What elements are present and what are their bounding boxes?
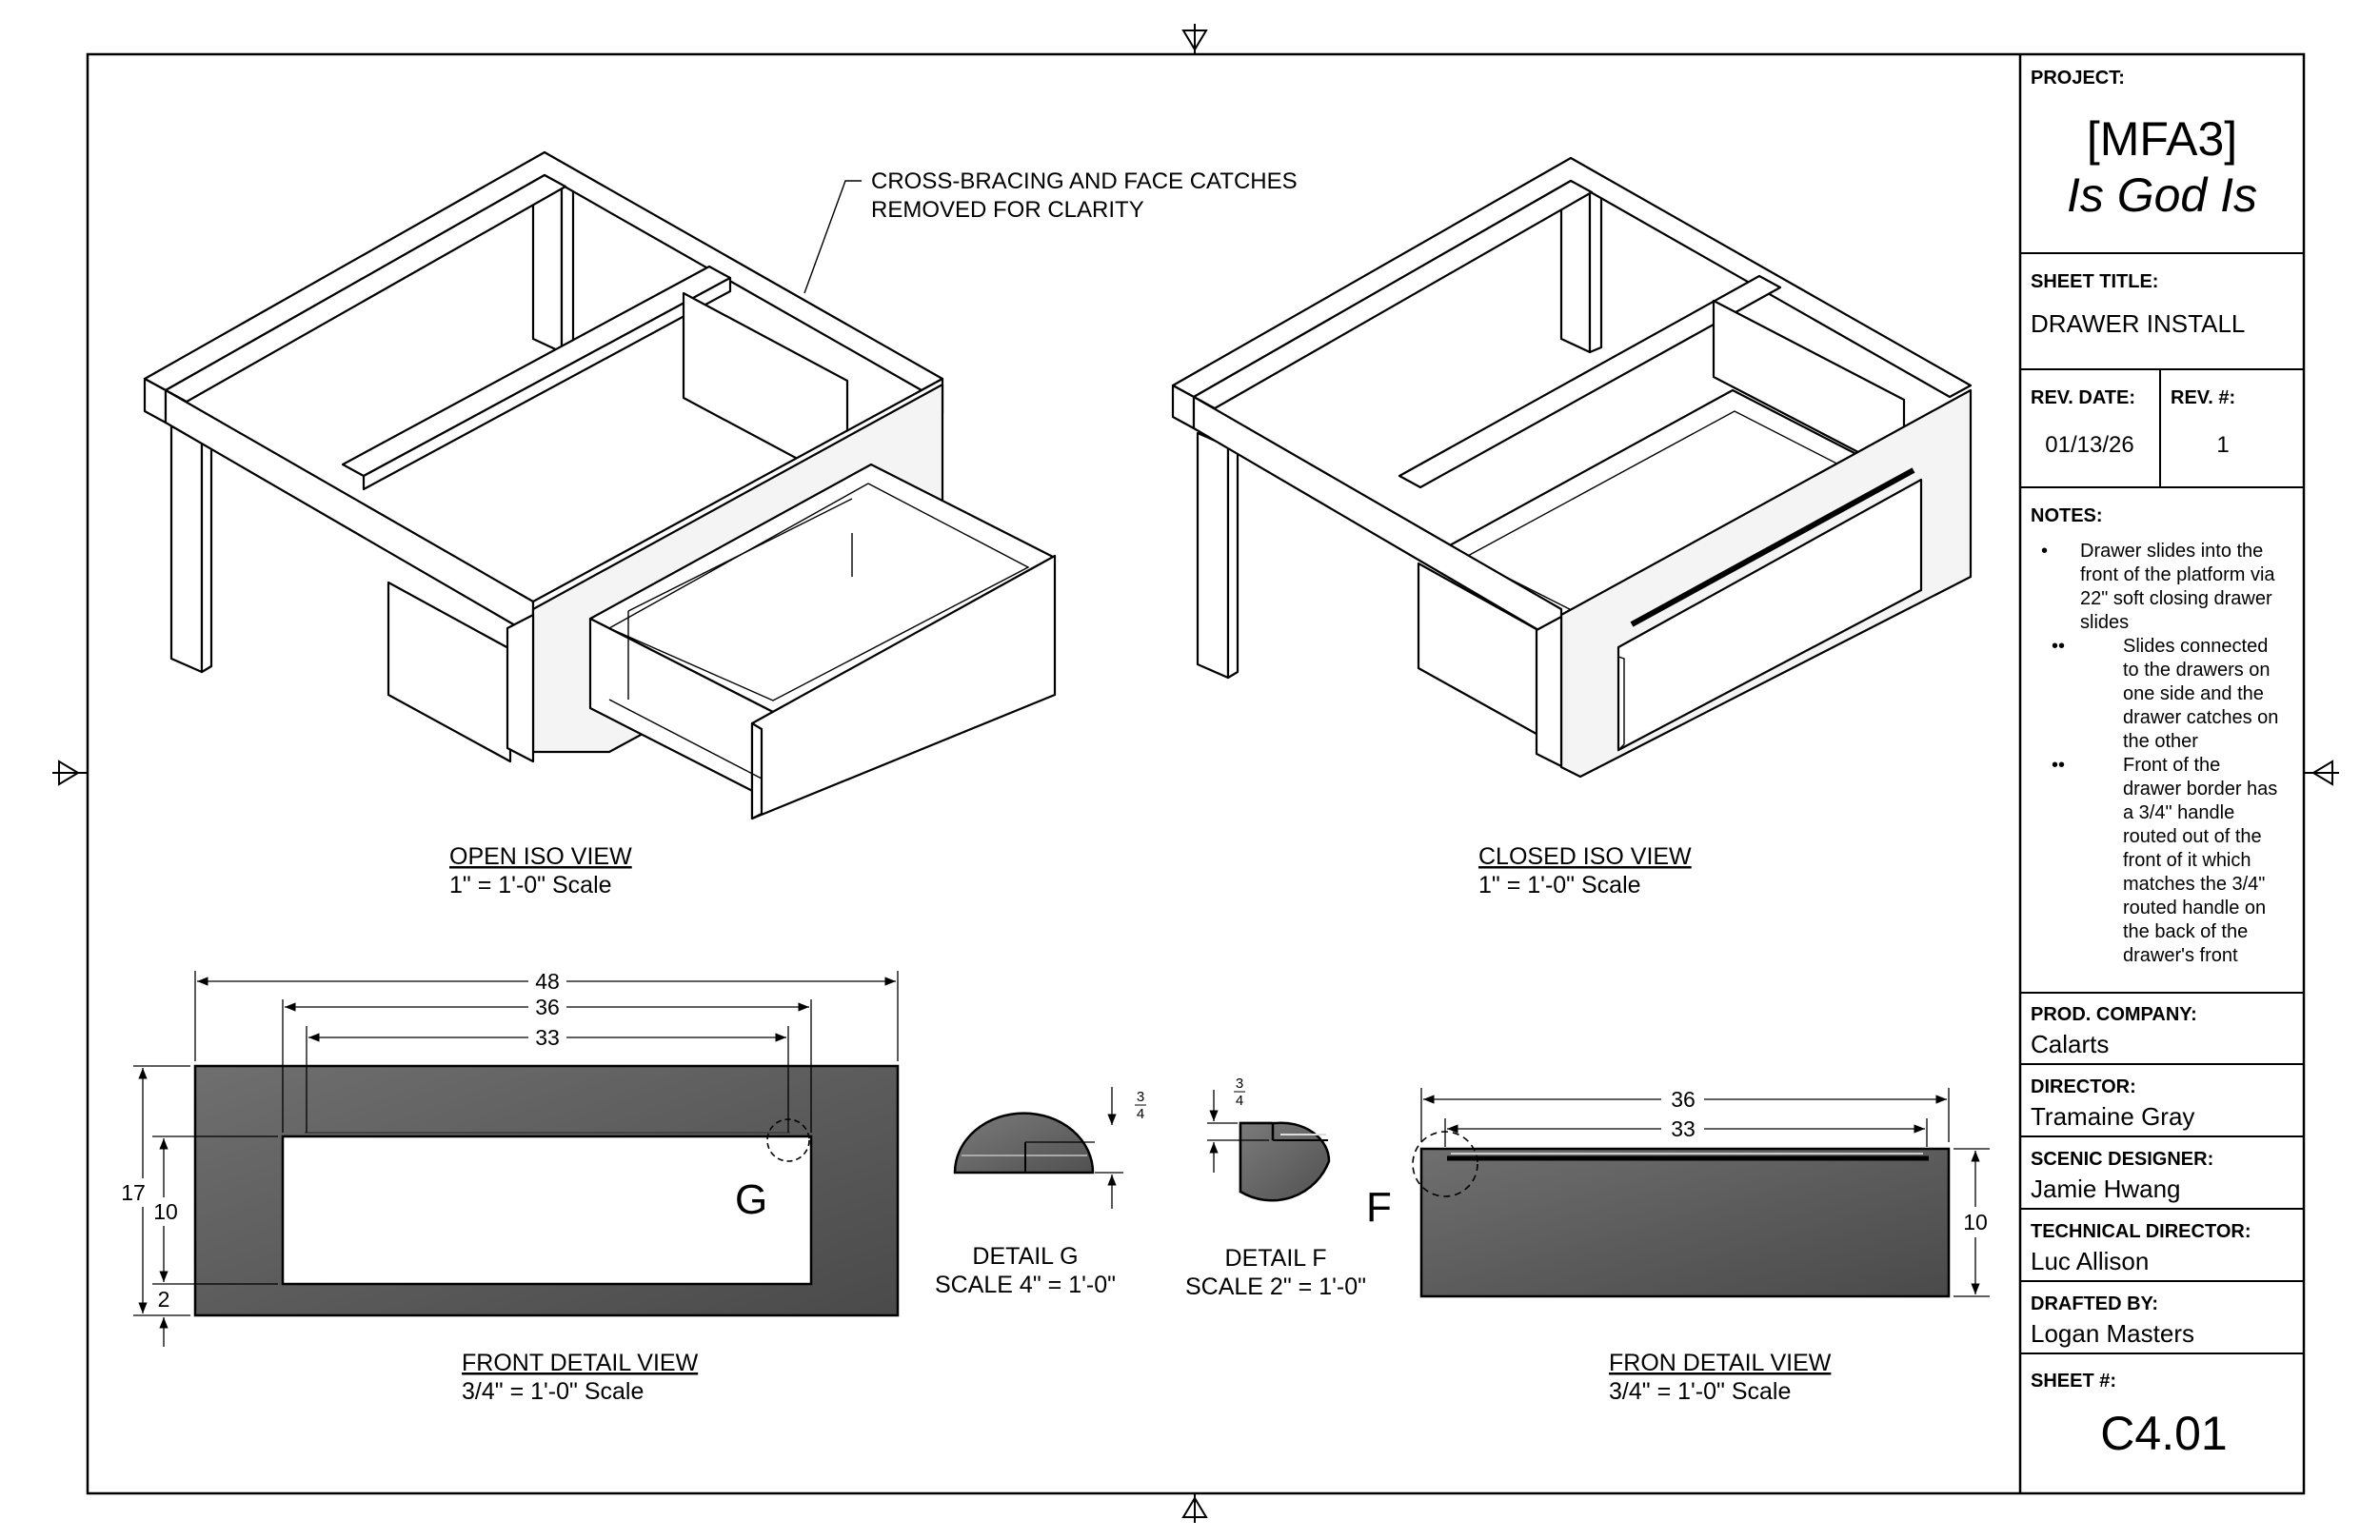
center-mark-bottom bbox=[1181, 1493, 1208, 1523]
dim-front-opening-height: 10 bbox=[153, 1199, 178, 1224]
detail-g-drawing: 3 4 bbox=[953, 1087, 1146, 1209]
detail-f-title: DETAIL F bbox=[1225, 1245, 1327, 1272]
sheet-number-label: SHEET #: bbox=[2031, 1371, 2116, 1392]
front-detail-title: FRONT DETAIL VIEW bbox=[462, 1350, 699, 1376]
dim-fron-height: 10 bbox=[1963, 1210, 1988, 1234]
front-detail-drawing: G bbox=[193, 1064, 900, 1317]
dim-front-opening-width: 36 bbox=[535, 995, 560, 1019]
rev-date: 01/13/26 bbox=[2045, 432, 2133, 458]
notes-label: NOTES: bbox=[2031, 505, 2103, 526]
note-line: routed out of the bbox=[2123, 826, 2262, 847]
dim-front-overall-height: 17 bbox=[121, 1180, 146, 1205]
note-bullet: • bbox=[2041, 541, 2048, 562]
open-iso-title: OPEN ISO VIEW bbox=[449, 843, 632, 870]
open-iso-annotation: CROSS-BRACING AND FACE CATCHES REMOVED F… bbox=[803, 168, 1298, 294]
project-label: PROJECT: bbox=[2031, 68, 2125, 89]
note-line: matches the 3/4" bbox=[2123, 874, 2265, 895]
scenic-designer: Jamie Hwang bbox=[2031, 1175, 2181, 1203]
detail-f-frac-num: 3 bbox=[1236, 1076, 1243, 1092]
note-line: to the drawers on bbox=[2123, 660, 2271, 681]
detail-f-scale: SCALE 2" = 1'-0" bbox=[1185, 1273, 1366, 1300]
project-name: Is God Is bbox=[2067, 168, 2257, 222]
rev-num-label: REV. #: bbox=[2171, 387, 2235, 408]
note-line: Front of the bbox=[2123, 755, 2220, 776]
detail-f-frac-den: 4 bbox=[1236, 1093, 1243, 1109]
project-code: [MFA3] bbox=[2087, 112, 2237, 166]
rev-date-label: REV. DATE: bbox=[2031, 387, 2135, 408]
closed-iso-title: CLOSED ISO VIEW bbox=[1478, 843, 1692, 870]
prod-company: Calarts bbox=[2031, 1030, 2109, 1058]
note-bullet: •• bbox=[2052, 636, 2065, 657]
dim-fron-handle-width: 33 bbox=[1671, 1116, 1696, 1141]
director-label: DIRECTOR: bbox=[2031, 1076, 2136, 1097]
dim-fron-width: 36 bbox=[1671, 1087, 1696, 1112]
note-line: a 3/4" handle bbox=[2123, 802, 2234, 823]
center-mark-left bbox=[52, 760, 88, 786]
front-detail-dimensions: 48 36 33 17 10 2 bbox=[121, 969, 899, 1347]
rev-num: 1 bbox=[2216, 432, 2229, 458]
director: Tramaine Gray bbox=[2031, 1102, 2194, 1131]
note-line: slides bbox=[2080, 612, 2129, 633]
center-mark-right bbox=[2304, 760, 2339, 786]
fron-detail-scale: 3/4" = 1'-0" Scale bbox=[1609, 1378, 1791, 1405]
annotation-line-1: CROSS-BRACING AND FACE CATCHES bbox=[871, 168, 1298, 194]
dim-front-overall-width: 48 bbox=[535, 969, 560, 994]
note-bullet: •• bbox=[2052, 755, 2065, 776]
sheet-number: C4.01 bbox=[2100, 1407, 2227, 1460]
scenic-designer-label: SCENIC DESIGNER: bbox=[2031, 1149, 2213, 1170]
detail-f-callout: F bbox=[1366, 1184, 1392, 1231]
dim-front-bottom-rail: 2 bbox=[158, 1287, 170, 1312]
closed-iso-drawing bbox=[1171, 156, 1973, 779]
fron-detail-dimensions: 36 33 10 bbox=[1420, 1087, 1990, 1297]
front-detail-scale: 3/4" = 1'-0" Scale bbox=[462, 1378, 644, 1405]
note-line: front of the platform via bbox=[2080, 564, 2275, 585]
fron-detail-title: FRON DETAIL VIEW bbox=[1609, 1350, 1832, 1376]
note-line: routed handle on bbox=[2123, 898, 2266, 918]
sheet-title-label: SHEET TITLE: bbox=[2031, 271, 2158, 292]
open-iso-scale: 1" = 1'-0" Scale bbox=[449, 872, 612, 898]
annotation-line-2: REMOVED FOR CLARITY bbox=[871, 197, 1144, 223]
title-block: PROJECT: [MFA3] Is God Is SHEET TITLE: D… bbox=[2018, 54, 2304, 1493]
sheet-title: DRAWER INSTALL bbox=[2031, 309, 2245, 338]
detail-g-title: DETAIL G bbox=[972, 1243, 1078, 1270]
note-line: drawer's front bbox=[2123, 945, 2238, 966]
note-line: one side and the bbox=[2123, 683, 2264, 704]
fron-detail-drawing: F bbox=[1366, 1131, 1951, 1298]
technical-director-label: TECHNICAL DIRECTOR: bbox=[2031, 1221, 2251, 1242]
center-mark-top bbox=[1181, 24, 1208, 54]
note-line: the back of the bbox=[2123, 921, 2248, 942]
note-line: drawer catches on bbox=[2123, 707, 2278, 728]
note-line: drawer border has bbox=[2123, 779, 2277, 800]
dim-front-inner-width: 33 bbox=[535, 1025, 560, 1050]
detail-g-scale: SCALE 4" = 1'-0" bbox=[935, 1272, 1116, 1298]
technical-director: Luc Allison bbox=[2031, 1247, 2149, 1275]
open-iso-drawing bbox=[143, 150, 1057, 820]
drafted-by: Logan Masters bbox=[2031, 1319, 2194, 1348]
note-line: Slides connected bbox=[2123, 636, 2268, 657]
note-line: front of it which bbox=[2123, 850, 2251, 871]
detail-g-frac-den: 4 bbox=[1137, 1106, 1144, 1122]
drafted-by-label: DRAFTED BY: bbox=[2031, 1293, 2158, 1314]
note-line: Drawer slides into the bbox=[2080, 541, 2263, 562]
detail-g-frac-num: 3 bbox=[1137, 1089, 1144, 1105]
closed-iso-scale: 1" = 1'-0" Scale bbox=[1478, 872, 1641, 898]
detail-f-drawing: 3 4 bbox=[1207, 1076, 1331, 1202]
note-line: the other bbox=[2123, 731, 2198, 752]
prod-company-label: PROD. COMPANY: bbox=[2031, 1004, 2197, 1025]
detail-g-callout: G bbox=[735, 1176, 767, 1223]
note-line: 22" soft closing drawer bbox=[2080, 588, 2272, 609]
